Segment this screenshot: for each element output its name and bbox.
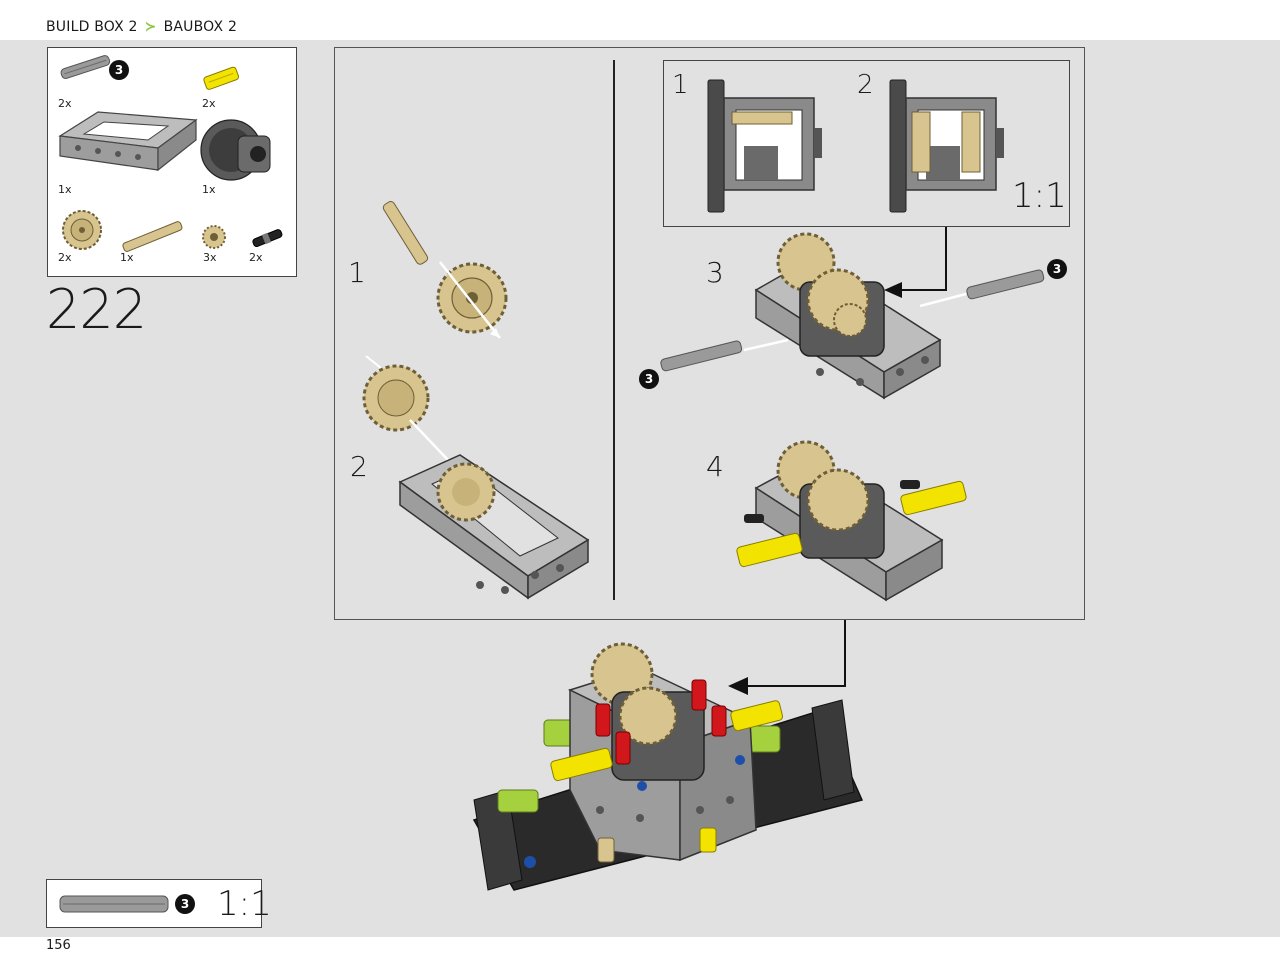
qty-tan-gear-12: 3x	[203, 251, 217, 264]
inset-view-2-label: 2	[857, 70, 874, 100]
grey-axle-part-icon	[60, 55, 111, 79]
inset-scale-label: 1:1	[1012, 176, 1067, 216]
substep-4-label: 4	[706, 450, 724, 483]
step-number: 222	[46, 278, 147, 341]
tan-axle-part-icon	[122, 221, 183, 252]
differential-part-icon	[200, 119, 271, 181]
substep-1-label: 1	[348, 256, 366, 289]
qty-yellow-connector: 2x	[202, 97, 216, 110]
inset-view-1-label: 1	[672, 70, 689, 100]
ruler-badge: 3	[175, 894, 195, 914]
qty-differential: 1x	[202, 183, 216, 196]
orientation-inset-box	[663, 60, 1070, 227]
yellow-connector-part-icon	[203, 66, 240, 90]
axle-length-ruler-box: 3 1:1	[46, 879, 272, 928]
substep-3-label: 3	[706, 256, 724, 289]
axle-right-badge: 3	[1047, 259, 1067, 279]
parts-list-art	[58, 55, 283, 252]
ruler-scale-label: 1:1	[217, 884, 272, 924]
breadcrumb-baubox: BAUBOX 2	[163, 19, 238, 35]
tan-gear-12-part-icon	[202, 225, 226, 249]
parts-list-box: 3 2x 2x 1x 1x 2x 1x 3x 2x	[47, 47, 297, 277]
substep-2-label: 2	[350, 450, 368, 483]
breadcrumb-build-box: BUILD BOX 2	[46, 19, 138, 35]
qty-grey-axle: 2x	[58, 97, 72, 110]
page-number: 156	[46, 938, 71, 953]
breadcrumb-separator-icon: ≻	[144, 19, 157, 35]
qty-frame: 1x	[58, 183, 72, 196]
parts-axle-badge: 3	[109, 60, 129, 80]
ruler-axle-art	[59, 895, 169, 913]
qty-tan-axle: 1x	[120, 251, 134, 264]
black-pin-part-icon	[252, 229, 283, 248]
qty-black-pin: 2x	[249, 251, 263, 264]
axle-left-badge: 3	[639, 369, 659, 389]
page-footer	[0, 937, 1280, 974]
panel-divider	[613, 60, 615, 600]
frame-part-icon	[58, 111, 198, 172]
qty-tan-gear-20: 2x	[58, 251, 72, 264]
breadcrumb: BUILD BOX 2 ≻ BAUBOX 2	[46, 19, 237, 35]
tan-gear-20-part-icon	[62, 210, 102, 250]
page-header	[0, 0, 1280, 40]
